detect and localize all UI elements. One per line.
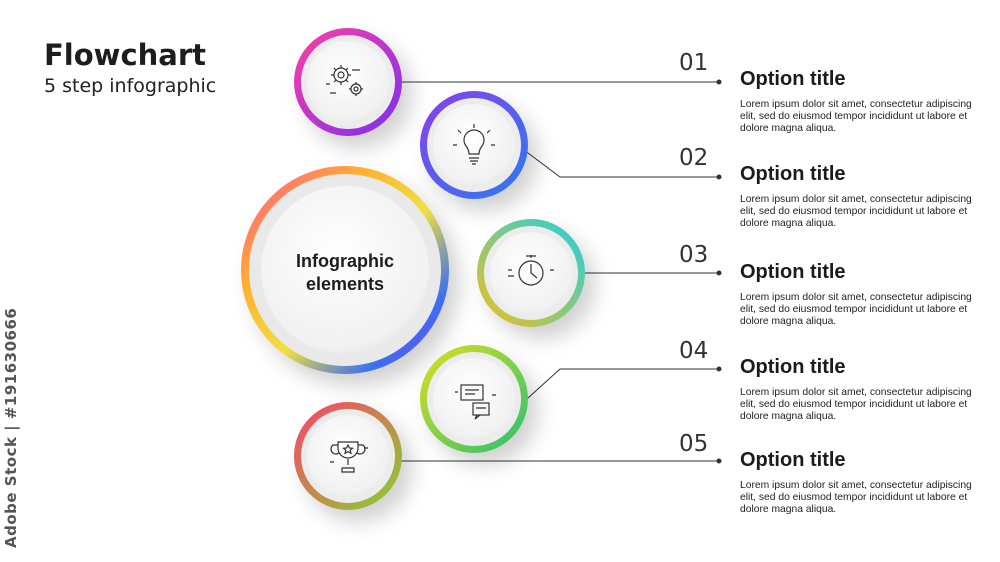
step-circle-05	[294, 402, 402, 510]
option-02: Option title Lorem ipsum dolor sit amet,…	[740, 163, 990, 231]
step-number-05: 05	[679, 431, 709, 457]
lightbulb-icon	[453, 124, 495, 165]
option-title-03: Option title	[740, 261, 846, 283]
connector-dot-02	[716, 174, 722, 180]
option-title-01: Option title	[740, 68, 846, 90]
option-desc-03: Lorem ipsum dolor sit amet, consectetur …	[740, 292, 972, 328]
option-03: Option title Lorem ipsum dolor sit amet,…	[740, 261, 990, 329]
connector-dots	[716, 79, 722, 464]
chat-bubbles-icon	[455, 384, 496, 420]
option-05: Option title Lorem ipsum dolor sit amet,…	[740, 449, 990, 517]
step-number-02: 02	[679, 145, 709, 171]
connector-dot-04	[716, 366, 722, 372]
option-desc-01: Lorem ipsum dolor sit amet, consectetur …	[740, 99, 972, 135]
connector-dot-01	[716, 79, 722, 85]
option-desc-02: Lorem ipsum dolor sit amet, consectetur …	[740, 194, 972, 230]
connector-dot-05	[716, 458, 722, 464]
clock-icon	[508, 255, 554, 286]
connector-04	[527, 368, 718, 399]
option-title-02: Option title	[740, 163, 846, 185]
step-number-01: 01	[679, 50, 709, 76]
option-04: Option title Lorem ipsum dolor sit amet,…	[740, 356, 990, 424]
connector-dot-03	[716, 270, 722, 276]
step-number-03: 03	[679, 242, 709, 268]
center-label-line1: Infographic	[296, 251, 394, 271]
center-label: Infographic elements	[252, 250, 438, 296]
option-desc-04: Lorem ipsum dolor sit amet, consectetur …	[740, 387, 972, 423]
option-title-05: Option title	[740, 449, 846, 471]
page-title: Flowchart	[44, 38, 207, 72]
step-circle-02	[420, 91, 528, 199]
trophy-icon	[330, 441, 368, 473]
page-subtitle: 5 step infographic	[44, 75, 217, 97]
option-01: Option title Lorem ipsum dolor sit amet,…	[740, 68, 990, 136]
step-circle-04	[420, 345, 528, 453]
connector-lines	[400, 81, 718, 462]
connector-02	[523, 149, 718, 178]
option-title-04: Option title	[740, 356, 846, 378]
option-desc-05: Lorem ipsum dolor sit amet, consectetur …	[740, 480, 972, 516]
center-circle	[241, 166, 449, 374]
center-label-line2: elements	[305, 274, 385, 294]
gears-icon	[326, 65, 363, 96]
step-number-04: 04	[679, 338, 709, 364]
